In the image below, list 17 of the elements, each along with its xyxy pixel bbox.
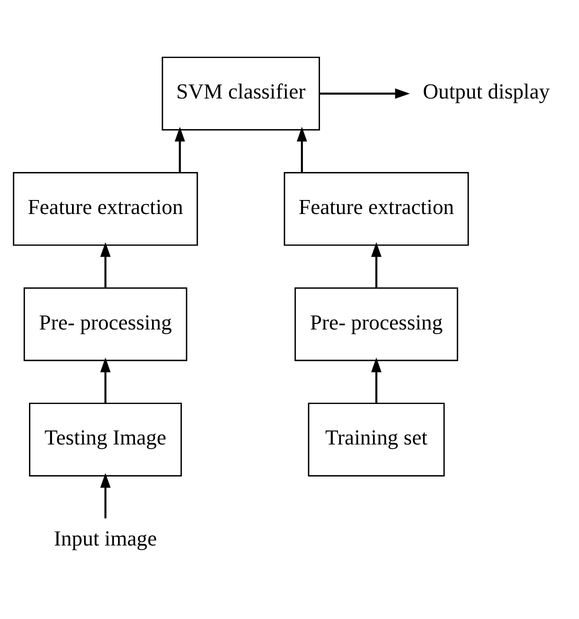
node-text: Output display [422, 80, 550, 104]
arrow [371, 357, 382, 404]
arrow [100, 472, 111, 518]
arrow [296, 126, 308, 172]
arrow [174, 126, 186, 172]
node-box: SVM classifier [162, 56, 320, 130]
node-box: Testing Image [28, 402, 182, 476]
arrow [371, 242, 382, 288]
node-text: Input image [54, 526, 157, 550]
arrow [100, 357, 111, 404]
node-box: Feature extraction [12, 172, 198, 246]
node-box: Training set [308, 402, 445, 476]
arrow [100, 242, 111, 288]
arrow [320, 88, 410, 99]
node-box: Feature extraction [284, 172, 469, 246]
node-box: Pre- processing [24, 287, 188, 362]
node-box: Pre- processing [294, 287, 458, 362]
